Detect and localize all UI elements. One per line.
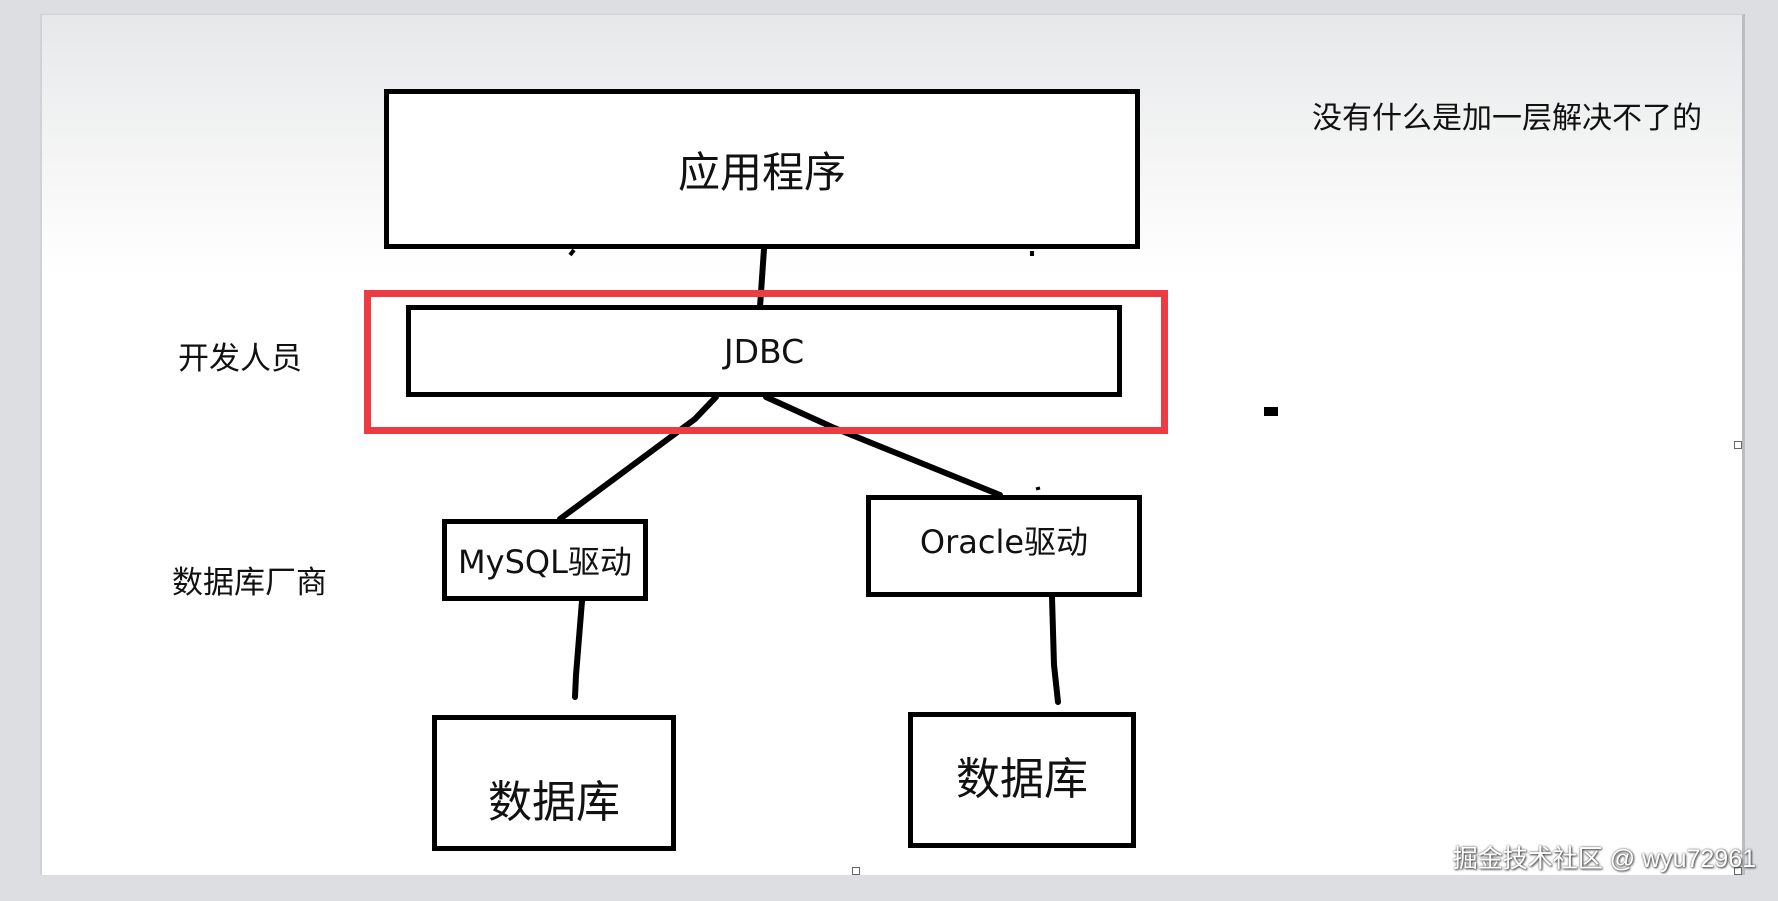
watermark-text: 掘金技术社区 @ wyu72961 <box>1452 845 1756 873</box>
database-box-right: 数据库 <box>908 712 1136 848</box>
resize-handle-right[interactable] <box>1734 441 1742 449</box>
oracle-driver-label: Oracle驱动 <box>919 523 1089 561</box>
oracle-driver-box: Oracle驱动 <box>866 495 1142 597</box>
stray-tick <box>568 248 576 257</box>
jdbc-box-label: JDBC <box>723 331 805 371</box>
edge-mysql-db <box>572 598 585 700</box>
resize-handle-bottom[interactable] <box>852 867 860 875</box>
database-right-label: 数据库 <box>956 754 1088 805</box>
slide-canvas: 应用程序 JDBC MySQL驱动 Oracle驱动 数据库 数据库 开发人员 … <box>40 14 1745 875</box>
resize-handle-corner[interactable] <box>1734 867 1742 875</box>
slogan-text: 没有什么是加一层解决不了的 <box>1312 101 1702 136</box>
edge-oracle-db <box>1049 594 1061 705</box>
mysql-driver-label: MySQL驱动 <box>458 543 632 581</box>
edge-jdbc-mysql <box>557 394 719 522</box>
stray-dash <box>1264 407 1278 416</box>
jdbc-box: JDBC <box>406 305 1122 397</box>
mysql-driver-box: MySQL驱动 <box>442 519 648 601</box>
database-left-label: 数据库 <box>488 777 620 828</box>
vendor-label: 数据库厂商 <box>172 565 327 601</box>
jdbc-highlight-frame <box>364 290 1168 434</box>
database-box-left: 数据库 <box>432 715 676 851</box>
developer-label: 开发人员 <box>178 341 302 377</box>
stray-tick <box>1035 486 1041 491</box>
app-box-label: 应用程序 <box>677 147 846 197</box>
edge-app-jdbc <box>757 246 767 310</box>
app-box: 应用程序 <box>384 89 1140 249</box>
